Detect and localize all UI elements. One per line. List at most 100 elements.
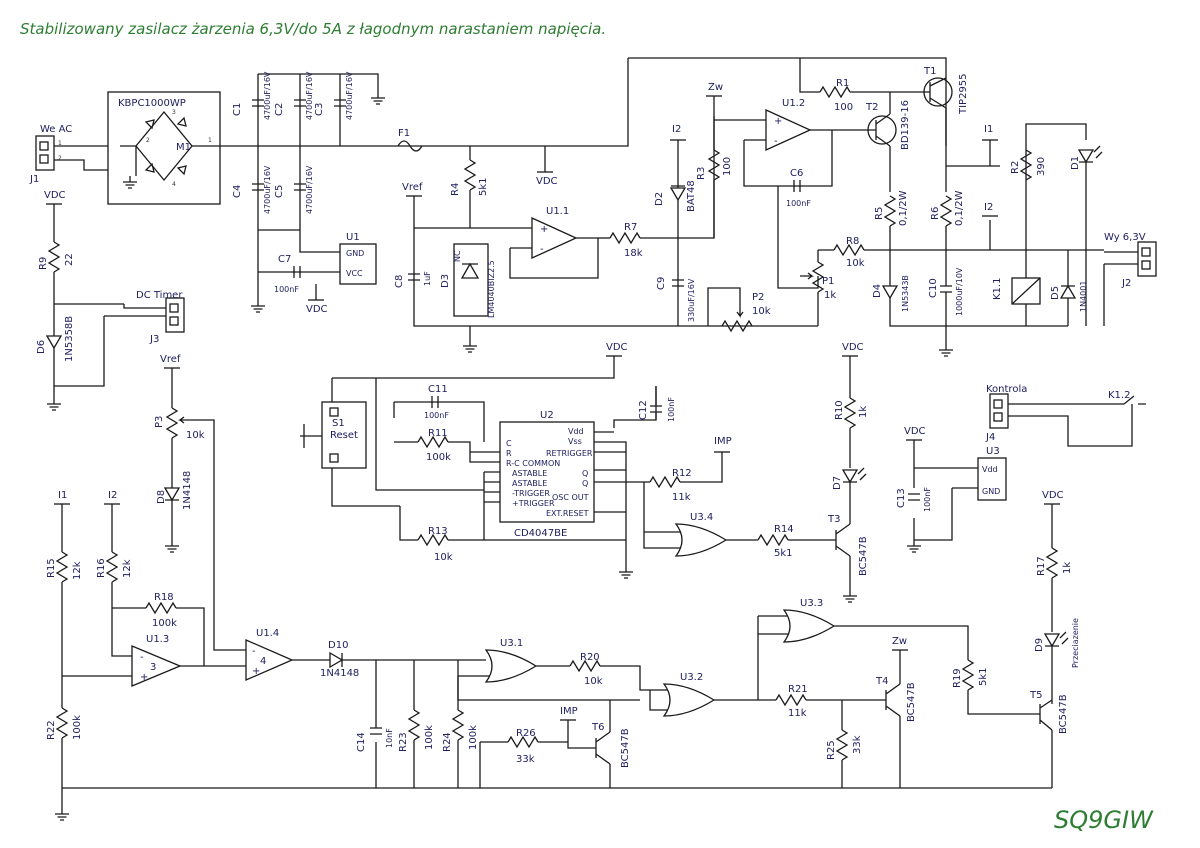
i2-label-bottom: I2 xyxy=(108,490,117,501)
svg-text:Przeciazenie: Przeciazenie xyxy=(1071,618,1080,668)
regulator-u1: U1 GND VCC xyxy=(339,232,377,285)
svg-text:4: 4 xyxy=(260,656,266,667)
svg-text:U1: U1 xyxy=(346,232,360,243)
svg-text:U3.2: U3.2 xyxy=(680,672,703,683)
svg-text:C14: C14 xyxy=(356,732,367,752)
svg-text:C7: C7 xyxy=(278,254,291,265)
relay-contact-k1-2: K1.2 xyxy=(1108,390,1146,405)
resistor-r10: R10 1k xyxy=(834,397,869,429)
opamp-u1-2: +- U1.2 xyxy=(765,98,812,152)
transistor-t2: T2 BD139-16 xyxy=(865,100,911,150)
svg-text:C13: C13 xyxy=(896,488,907,508)
svg-text:D10: D10 xyxy=(328,640,348,651)
diode-d2: D2 BAT48 xyxy=(654,180,697,212)
svg-text:R5: R5 xyxy=(874,207,885,220)
svg-text:P1: P1 xyxy=(822,276,834,287)
svg-text:3: 3 xyxy=(150,662,156,673)
capacitor-c12: C12 100nF xyxy=(638,397,676,422)
svg-text:R23: R23 xyxy=(398,732,409,752)
svg-text:R9: R9 xyxy=(38,257,49,270)
svg-text:100k: 100k xyxy=(152,618,177,629)
resistor-r21: R21 11k xyxy=(775,684,808,719)
svg-text:100k: 100k xyxy=(468,725,479,750)
svg-text:Vss: Vss xyxy=(568,437,582,446)
diode-d8: D8 1N4148 xyxy=(156,471,193,510)
resistor-r19: R19 5k1 xyxy=(952,659,989,691)
svg-text:U3.3: U3.3 xyxy=(800,598,823,609)
svg-text:U1.1: U1.1 xyxy=(546,206,569,217)
svg-text:R20: R20 xyxy=(580,652,600,663)
resistor-r14: R14 5k1 xyxy=(757,524,794,559)
fuse-f1: F1 xyxy=(397,128,423,152)
svg-text:U1.2: U1.2 xyxy=(782,98,805,109)
svg-text:100nF: 100nF xyxy=(667,397,676,422)
connector-j3: DC Timer J3 xyxy=(136,290,185,345)
svg-text:U3: U3 xyxy=(986,446,1000,457)
svg-text:DC Timer: DC Timer xyxy=(136,290,183,301)
vdc-label-u3: VDC xyxy=(904,426,926,437)
svg-text:J2: J2 xyxy=(1121,278,1131,289)
svg-text:+: + xyxy=(140,672,148,683)
led-d7: D7 xyxy=(832,467,867,490)
resistor-r8: R8 10k xyxy=(833,236,865,269)
svg-text:1uF: 1uF xyxy=(423,271,432,286)
svg-text:R15: R15 xyxy=(46,558,57,578)
svg-text:S1: S1 xyxy=(332,418,345,429)
svg-text:R26: R26 xyxy=(516,728,536,739)
svg-text:J1: J1 xyxy=(29,174,39,185)
or-gate-u3-4: U3.4 xyxy=(674,512,728,557)
svg-text:T2: T2 xyxy=(865,102,878,113)
svg-text:1N4001: 1N4001 xyxy=(1079,281,1088,312)
svg-text:U1.4: U1.4 xyxy=(256,628,279,639)
svg-text:TIP2955: TIP2955 xyxy=(958,73,969,115)
svg-text:R4: R4 xyxy=(450,183,461,196)
svg-text:VCC: VCC xyxy=(346,269,363,278)
svg-text:U3.4: U3.4 xyxy=(690,512,713,523)
svg-text:GND: GND xyxy=(346,249,364,258)
resistor-r22: R22 100k xyxy=(46,707,83,740)
svg-text:P2: P2 xyxy=(752,292,764,303)
svg-text:Vdd: Vdd xyxy=(982,465,998,474)
svg-text:U1.3: U1.3 xyxy=(146,634,169,645)
svg-text:4700uF/16V: 4700uF/16V xyxy=(305,71,314,120)
or-gate-u3-2: U3.2 xyxy=(662,672,716,717)
vdc-label-r10: VDC xyxy=(842,342,864,353)
svg-text:D4: D4 xyxy=(872,284,883,298)
svg-text:12k: 12k xyxy=(72,561,83,580)
svg-text:R2: R2 xyxy=(1010,161,1021,174)
capacitor-c2: C2 4700uF/16V xyxy=(274,71,314,120)
svg-text:BD139-16: BD139-16 xyxy=(900,100,911,150)
timer-ic-u2: U2 CD4047BE Vdd Vss RETRIGGER C R R-C CO… xyxy=(499,410,595,539)
svg-text:C3: C3 xyxy=(314,103,325,116)
svg-text:BC547B: BC547B xyxy=(620,728,631,768)
svg-text:1N4148: 1N4148 xyxy=(182,471,193,510)
svg-text:NC: NC xyxy=(453,250,462,262)
vdc-label-r17: VDC xyxy=(1042,490,1064,501)
i1-label-top: I1 xyxy=(984,124,993,135)
resistor-r9: R9 22 xyxy=(38,241,75,273)
svg-text:R17: R17 xyxy=(1036,556,1047,576)
svg-text:BC547B: BC547B xyxy=(1058,694,1069,734)
resistor-r6: R6 0,1/2W xyxy=(930,190,965,227)
imp-label-bottom: IMP xyxy=(560,706,578,717)
svg-text:1N5343B: 1N5343B xyxy=(901,275,910,312)
svg-text:2: 2 xyxy=(146,137,150,144)
svg-text:4700uF/16V: 4700uF/16V xyxy=(345,71,354,120)
svg-text:22: 22 xyxy=(64,253,75,266)
svg-text:F1: F1 xyxy=(398,128,410,139)
svg-text:-: - xyxy=(252,646,256,657)
svg-text:C8: C8 xyxy=(394,275,405,288)
svg-text:U3.1: U3.1 xyxy=(500,638,523,649)
svg-text:R-C COMMON: R-C COMMON xyxy=(506,459,560,468)
svg-text:100k: 100k xyxy=(424,725,435,750)
transistor-t6: T6 BC547B xyxy=(591,722,631,768)
svg-text:R19: R19 xyxy=(952,668,963,688)
svg-text:T5: T5 xyxy=(1029,690,1042,701)
svg-text:K1.1: K1.1 xyxy=(992,278,1003,300)
svg-text:330uF/16V: 330uF/16V xyxy=(687,278,696,322)
svg-text:R21: R21 xyxy=(788,684,808,695)
svg-text:1N5358B: 1N5358B xyxy=(64,316,75,362)
svg-text:R1: R1 xyxy=(836,78,849,89)
transistor-t5: T5 BC547B xyxy=(1029,690,1069,734)
